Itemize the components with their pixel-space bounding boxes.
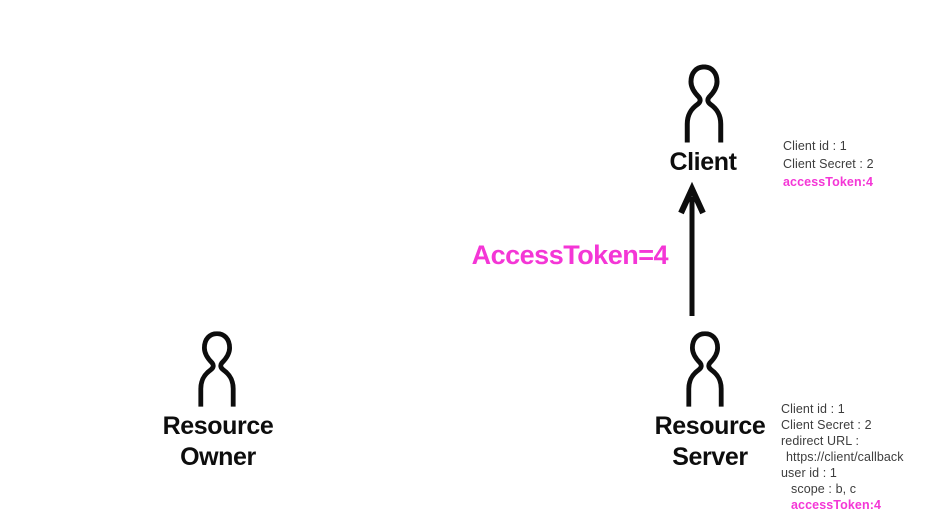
person-icon — [675, 330, 735, 408]
actor-label-resource-server: Resource Server — [654, 412, 766, 471]
resource-server-notes: Client id : 1 Client Secret : 2 redirect… — [781, 401, 904, 513]
note-line: user id : 1 — [781, 466, 837, 480]
note-line: Client id : 1 — [783, 139, 847, 153]
person-icon — [187, 330, 247, 408]
note-line: Client id : 1 — [781, 402, 845, 416]
note-line: https://client/callback — [786, 450, 904, 464]
actor-label-client: Client — [669, 148, 737, 176]
note-line: Client Secret : 2 — [781, 418, 872, 432]
note-line: scope : b, c — [791, 482, 857, 496]
note-line: Client Secret : 2 — [783, 157, 874, 171]
client-notes: Client id : 1 Client Secret : 2 accessTo… — [783, 137, 874, 191]
note-line: accessToken:4 — [791, 498, 882, 512]
actor-label-resource-owner: Resource Owner — [162, 412, 274, 471]
arrow-label: AccessToken=4 — [471, 240, 669, 270]
note-line: accessToken:4 — [783, 175, 874, 189]
note-line: redirect URL : — [781, 434, 860, 448]
person-icon — [673, 64, 735, 143]
